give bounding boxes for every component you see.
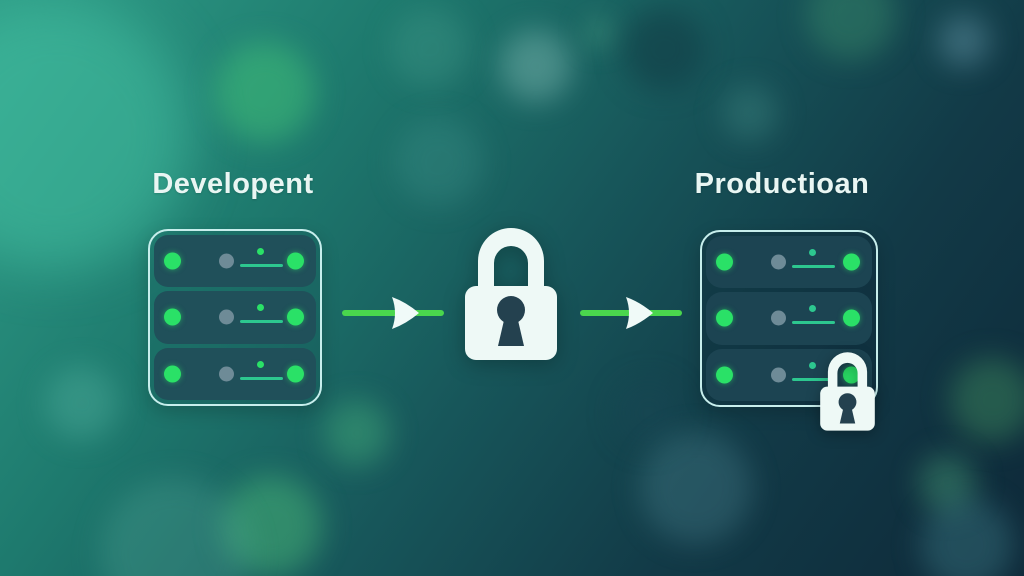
status-knob-icon xyxy=(771,310,786,326)
bokeh-circle xyxy=(938,15,990,67)
status-knob-icon xyxy=(219,253,234,269)
activity-dot-icon xyxy=(257,248,264,255)
power-led-icon xyxy=(843,309,860,327)
power-led-icon xyxy=(164,308,181,326)
server-row xyxy=(154,235,316,288)
development-title: Developent xyxy=(152,168,314,200)
power-led-icon xyxy=(843,253,860,271)
status-knob-icon xyxy=(219,366,234,382)
activity-line xyxy=(240,320,283,324)
activity-dot-icon xyxy=(809,361,816,369)
activity-line xyxy=(792,265,835,268)
flow-arrow-left xyxy=(342,295,444,331)
power-led-icon xyxy=(843,366,860,384)
flow-arrow-right xyxy=(580,295,682,331)
server-row xyxy=(154,291,316,344)
power-led-icon xyxy=(716,309,733,327)
bokeh-circle xyxy=(100,478,250,576)
power-led-icon xyxy=(716,253,733,271)
bokeh-circle xyxy=(215,42,315,142)
bokeh-circle xyxy=(616,380,682,446)
bokeh-circle xyxy=(640,432,752,544)
power-led-icon xyxy=(164,252,181,270)
arrow-line xyxy=(342,310,444,316)
activity-line xyxy=(240,376,283,380)
activity-line xyxy=(792,377,835,381)
activity-dot-icon xyxy=(809,305,816,313)
bokeh-circle xyxy=(918,454,976,512)
server-row xyxy=(706,292,872,345)
bokeh-circle xyxy=(395,118,483,206)
bokeh-circle xyxy=(324,400,390,466)
activity-line xyxy=(240,264,283,267)
bokeh-circle xyxy=(920,498,1014,576)
arrowhead-icon xyxy=(626,297,653,329)
activity-line xyxy=(792,321,835,325)
server-row xyxy=(154,347,316,400)
bokeh-circle xyxy=(500,30,572,102)
lock-icon xyxy=(465,228,557,360)
bokeh-circle xyxy=(222,476,322,576)
power-led-icon xyxy=(164,365,181,383)
status-knob-icon xyxy=(771,254,786,270)
bokeh-circle xyxy=(45,366,119,440)
activity-dot-icon xyxy=(257,304,264,312)
production-title: Productioan xyxy=(694,168,870,200)
bokeh-circle xyxy=(722,85,778,141)
status-knob-icon xyxy=(771,367,786,383)
arrowhead-icon xyxy=(392,297,419,329)
bokeh-circle xyxy=(586,20,612,46)
power-led-icon xyxy=(716,366,733,384)
bokeh-circle xyxy=(950,358,1024,442)
activity-dot-icon xyxy=(257,360,264,368)
bokeh-circle xyxy=(622,8,704,90)
production-server-rack xyxy=(700,230,878,407)
power-led-icon xyxy=(287,365,304,383)
bokeh-circle xyxy=(806,0,896,60)
server-row xyxy=(706,236,872,289)
development-server-rack xyxy=(148,229,322,406)
power-led-icon xyxy=(287,308,304,326)
rack-lock-icon xyxy=(820,352,875,431)
status-knob-icon xyxy=(219,309,234,325)
power-led-icon xyxy=(287,252,304,270)
activity-dot-icon xyxy=(809,249,816,256)
bokeh-circle xyxy=(390,8,470,88)
